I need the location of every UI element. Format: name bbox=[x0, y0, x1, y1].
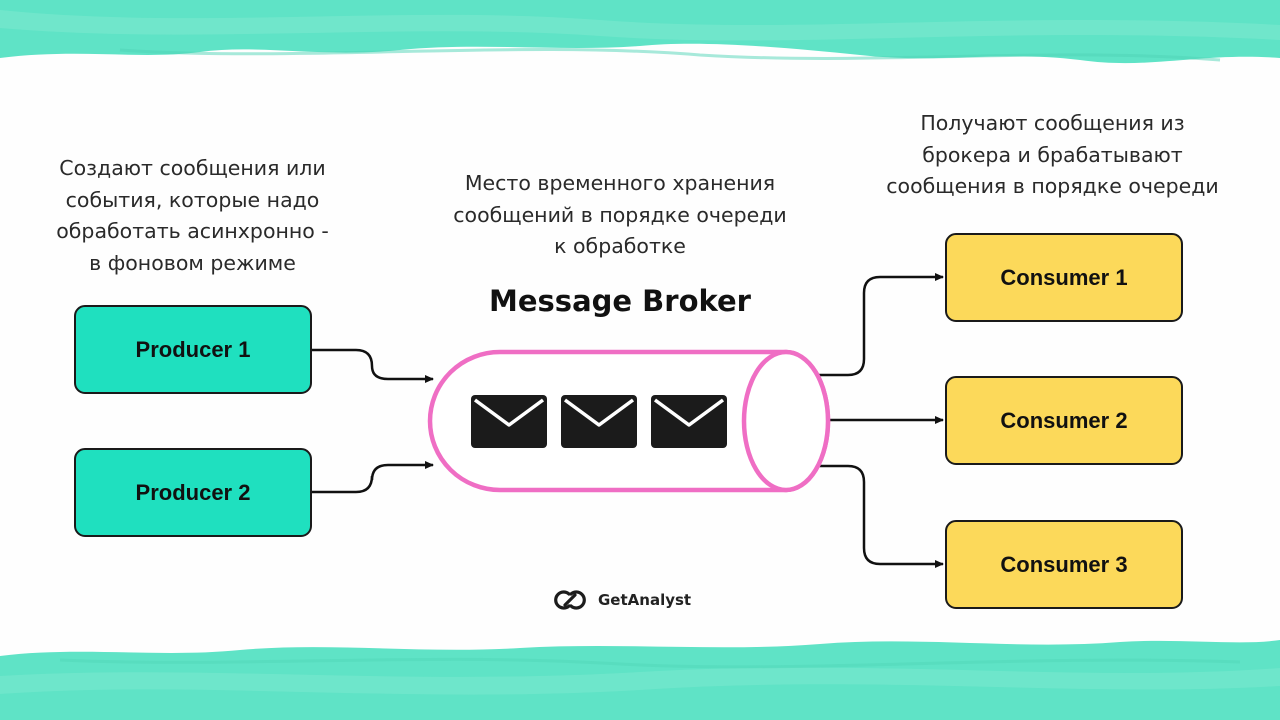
consumers-description: Получают сообщения из брокера и брабатыв… bbox=[865, 108, 1240, 203]
producer-label: Producer 2 bbox=[135, 479, 251, 505]
caption-line: Получают сообщения из bbox=[920, 111, 1185, 135]
caption-line: брокера и брабатывают bbox=[922, 142, 1183, 167]
envelope-icon bbox=[561, 395, 637, 448]
arrow-broker-to-consumer-1 bbox=[818, 273, 944, 377]
arrow-producer-2-to-broker bbox=[312, 461, 434, 494]
top-brush-decoration bbox=[0, 0, 1280, 64]
broker-title: Message Broker bbox=[489, 284, 751, 318]
caption-line: сообщения в порядке очереди bbox=[886, 174, 1219, 198]
consumer-label: Consumer 1 bbox=[1000, 264, 1128, 290]
consumer-label: Consumer 3 bbox=[1000, 551, 1128, 577]
caption-line: Место временного хранения bbox=[464, 171, 776, 195]
producer-label: Producer 1 bbox=[135, 336, 251, 362]
envelope-icon bbox=[471, 395, 547, 448]
arrow-broker-to-consumer-3 bbox=[818, 464, 944, 568]
consumer-3-box: Consumer 3 bbox=[945, 520, 1183, 609]
consumer-2-box: Consumer 2 bbox=[945, 376, 1183, 465]
broker-description: Место временного хранения сообщений в по… bbox=[430, 168, 810, 263]
caption-line: в фоновом режиме bbox=[89, 250, 296, 275]
getanalyst-logo: GetAnalyst bbox=[552, 586, 691, 614]
link-chain-icon bbox=[554, 590, 586, 610]
bottom-brush-decoration bbox=[0, 640, 1280, 720]
consumer-1-box: Consumer 1 bbox=[945, 233, 1183, 322]
producer-1-box: Producer 1 bbox=[74, 305, 312, 394]
caption-line: Создают сообщения или bbox=[59, 156, 326, 180]
consumer-label: Consumer 2 bbox=[1000, 407, 1128, 433]
caption-line: события, которые надо bbox=[65, 187, 320, 212]
producers-description: Создают сообщения или события, которые н… bbox=[40, 153, 345, 279]
caption-line: обработать асинхронно - bbox=[56, 219, 329, 243]
caption-line: к обработке bbox=[554, 234, 686, 258]
arrow-producer-1-to-broker bbox=[312, 348, 434, 383]
envelope-icon bbox=[651, 395, 727, 448]
caption-line: сообщений в порядке очереди bbox=[453, 202, 787, 227]
producer-2-box: Producer 2 bbox=[74, 448, 312, 537]
logo-text: GetAnalyst bbox=[598, 591, 692, 609]
